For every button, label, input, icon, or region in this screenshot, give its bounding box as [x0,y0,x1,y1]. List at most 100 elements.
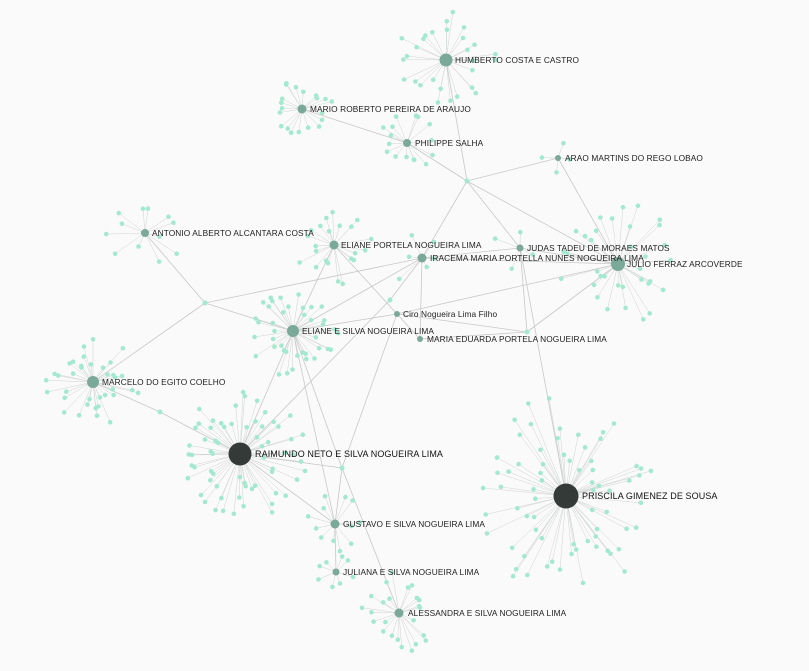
leaf-node[interactable] [517,432,523,438]
leaf-node[interactable] [383,619,388,625]
leaf-node[interactable] [357,520,363,525]
leaf-node[interactable] [589,507,595,513]
leaf-node[interactable] [573,547,579,552]
leaf-node[interactable] [401,57,406,62]
leaf-node[interactable] [561,452,567,458]
leaf-node[interactable] [105,372,110,377]
leaf-node[interactable] [283,493,289,499]
leaf-node[interactable] [213,507,218,513]
leaf-node[interactable] [252,483,258,489]
leaf-node[interactable] [279,100,284,105]
leaf-node[interactable] [298,459,304,464]
leaf-node[interactable] [461,25,467,30]
leaf-node[interactable] [530,252,535,257]
leaf-node[interactable] [214,484,220,489]
leaf-node[interactable] [417,597,422,603]
leaf-node[interactable] [415,114,421,120]
leaf-node[interactable] [79,365,84,370]
leaf-node[interactable] [423,638,429,643]
leaf-node[interactable] [280,310,286,315]
node-antonio[interactable] [141,229,149,237]
leaf-node[interactable] [229,421,234,427]
leaf-node[interactable] [531,486,536,492]
leaf-node[interactable] [381,629,386,634]
leaf-node[interactable] [187,443,192,448]
leaf-node[interactable] [324,560,329,565]
leaf-node[interactable] [359,605,365,611]
leaf-node[interactable] [589,480,595,485]
leaf-node[interactable] [593,228,599,234]
leaf-node[interactable] [413,79,418,84]
leaf-node[interactable] [76,413,82,418]
leaf-node[interactable] [628,244,634,250]
leaf-node[interactable] [102,392,108,398]
leaf-node[interactable] [454,94,460,99]
leaf-node[interactable] [348,541,354,546]
leaf-node[interactable] [43,378,49,383]
node-juliana[interactable] [332,568,340,576]
leaf-node[interactable] [320,322,326,327]
leaf-node[interactable] [418,83,423,88]
leaf-node[interactable] [409,648,415,653]
leaf-node[interactable] [300,350,306,355]
leaf-node[interactable] [277,110,283,115]
leaf-node[interactable] [580,580,586,586]
leaf-node[interactable] [577,468,582,473]
leaf-node[interactable] [337,581,343,586]
leaf-node[interactable] [135,390,141,396]
leaf-node[interactable] [185,475,191,481]
leaf-node[interactable] [515,506,520,511]
leaf-node[interactable] [296,292,301,297]
leaf-node[interactable] [270,298,275,304]
leaf-node[interactable] [70,371,76,376]
leaf-node[interactable] [44,389,50,395]
leaf-node[interactable] [627,224,633,229]
leaf-node[interactable] [598,273,603,279]
leaf-node[interactable] [662,242,668,248]
leaf-node[interactable] [406,254,412,260]
leaf-node[interactable] [555,436,560,441]
node-arao[interactable] [555,155,561,161]
node-mario[interactable] [297,104,307,114]
leaf-node[interactable] [349,523,354,529]
leaf-node[interactable] [305,233,311,239]
leaf-node[interactable] [429,138,435,143]
junction-node[interactable] [464,178,470,184]
leaf-node[interactable] [62,395,67,401]
leaf-node[interactable] [319,304,325,309]
leaf-node[interactable] [399,644,405,650]
leaf-node[interactable] [345,558,351,563]
node-elianePortela[interactable] [329,240,339,250]
leaf-node[interactable] [316,345,322,351]
leaf-node[interactable] [444,19,450,24]
leaf-node[interactable] [585,538,591,544]
leaf-node[interactable] [52,371,57,377]
leaf-node[interactable] [590,467,596,473]
leaf-node[interactable] [435,100,441,105]
leaf-node[interactable] [323,258,329,264]
leaf-node[interactable] [254,398,260,404]
leaf-node[interactable] [279,96,285,101]
leaf-node[interactable] [381,125,386,130]
leaf-node[interactable] [637,266,643,272]
leaf-node[interactable] [494,455,500,460]
leaf-node[interactable] [470,58,476,64]
leaf-node[interactable] [339,554,345,559]
leaf-node[interactable] [495,470,500,476]
leaf-node[interactable] [313,264,319,270]
leaf-node[interactable] [220,508,226,514]
leaf-node[interactable] [256,319,261,325]
leaf-node[interactable] [297,260,302,265]
leaf-node[interactable] [242,393,248,399]
leaf-node[interactable] [243,483,248,489]
leaf-node[interactable] [355,217,360,223]
leaf-node[interactable] [423,161,429,167]
leaf-node[interactable] [116,210,121,216]
node-gustavo[interactable] [330,519,340,529]
leaf-node[interactable] [558,276,564,282]
leaf-node[interactable] [305,514,311,519]
leaf-node[interactable] [409,583,415,588]
leaf-node[interactable] [492,236,498,241]
leaf-node[interactable] [111,372,116,378]
leaf-node[interactable] [539,535,545,541]
